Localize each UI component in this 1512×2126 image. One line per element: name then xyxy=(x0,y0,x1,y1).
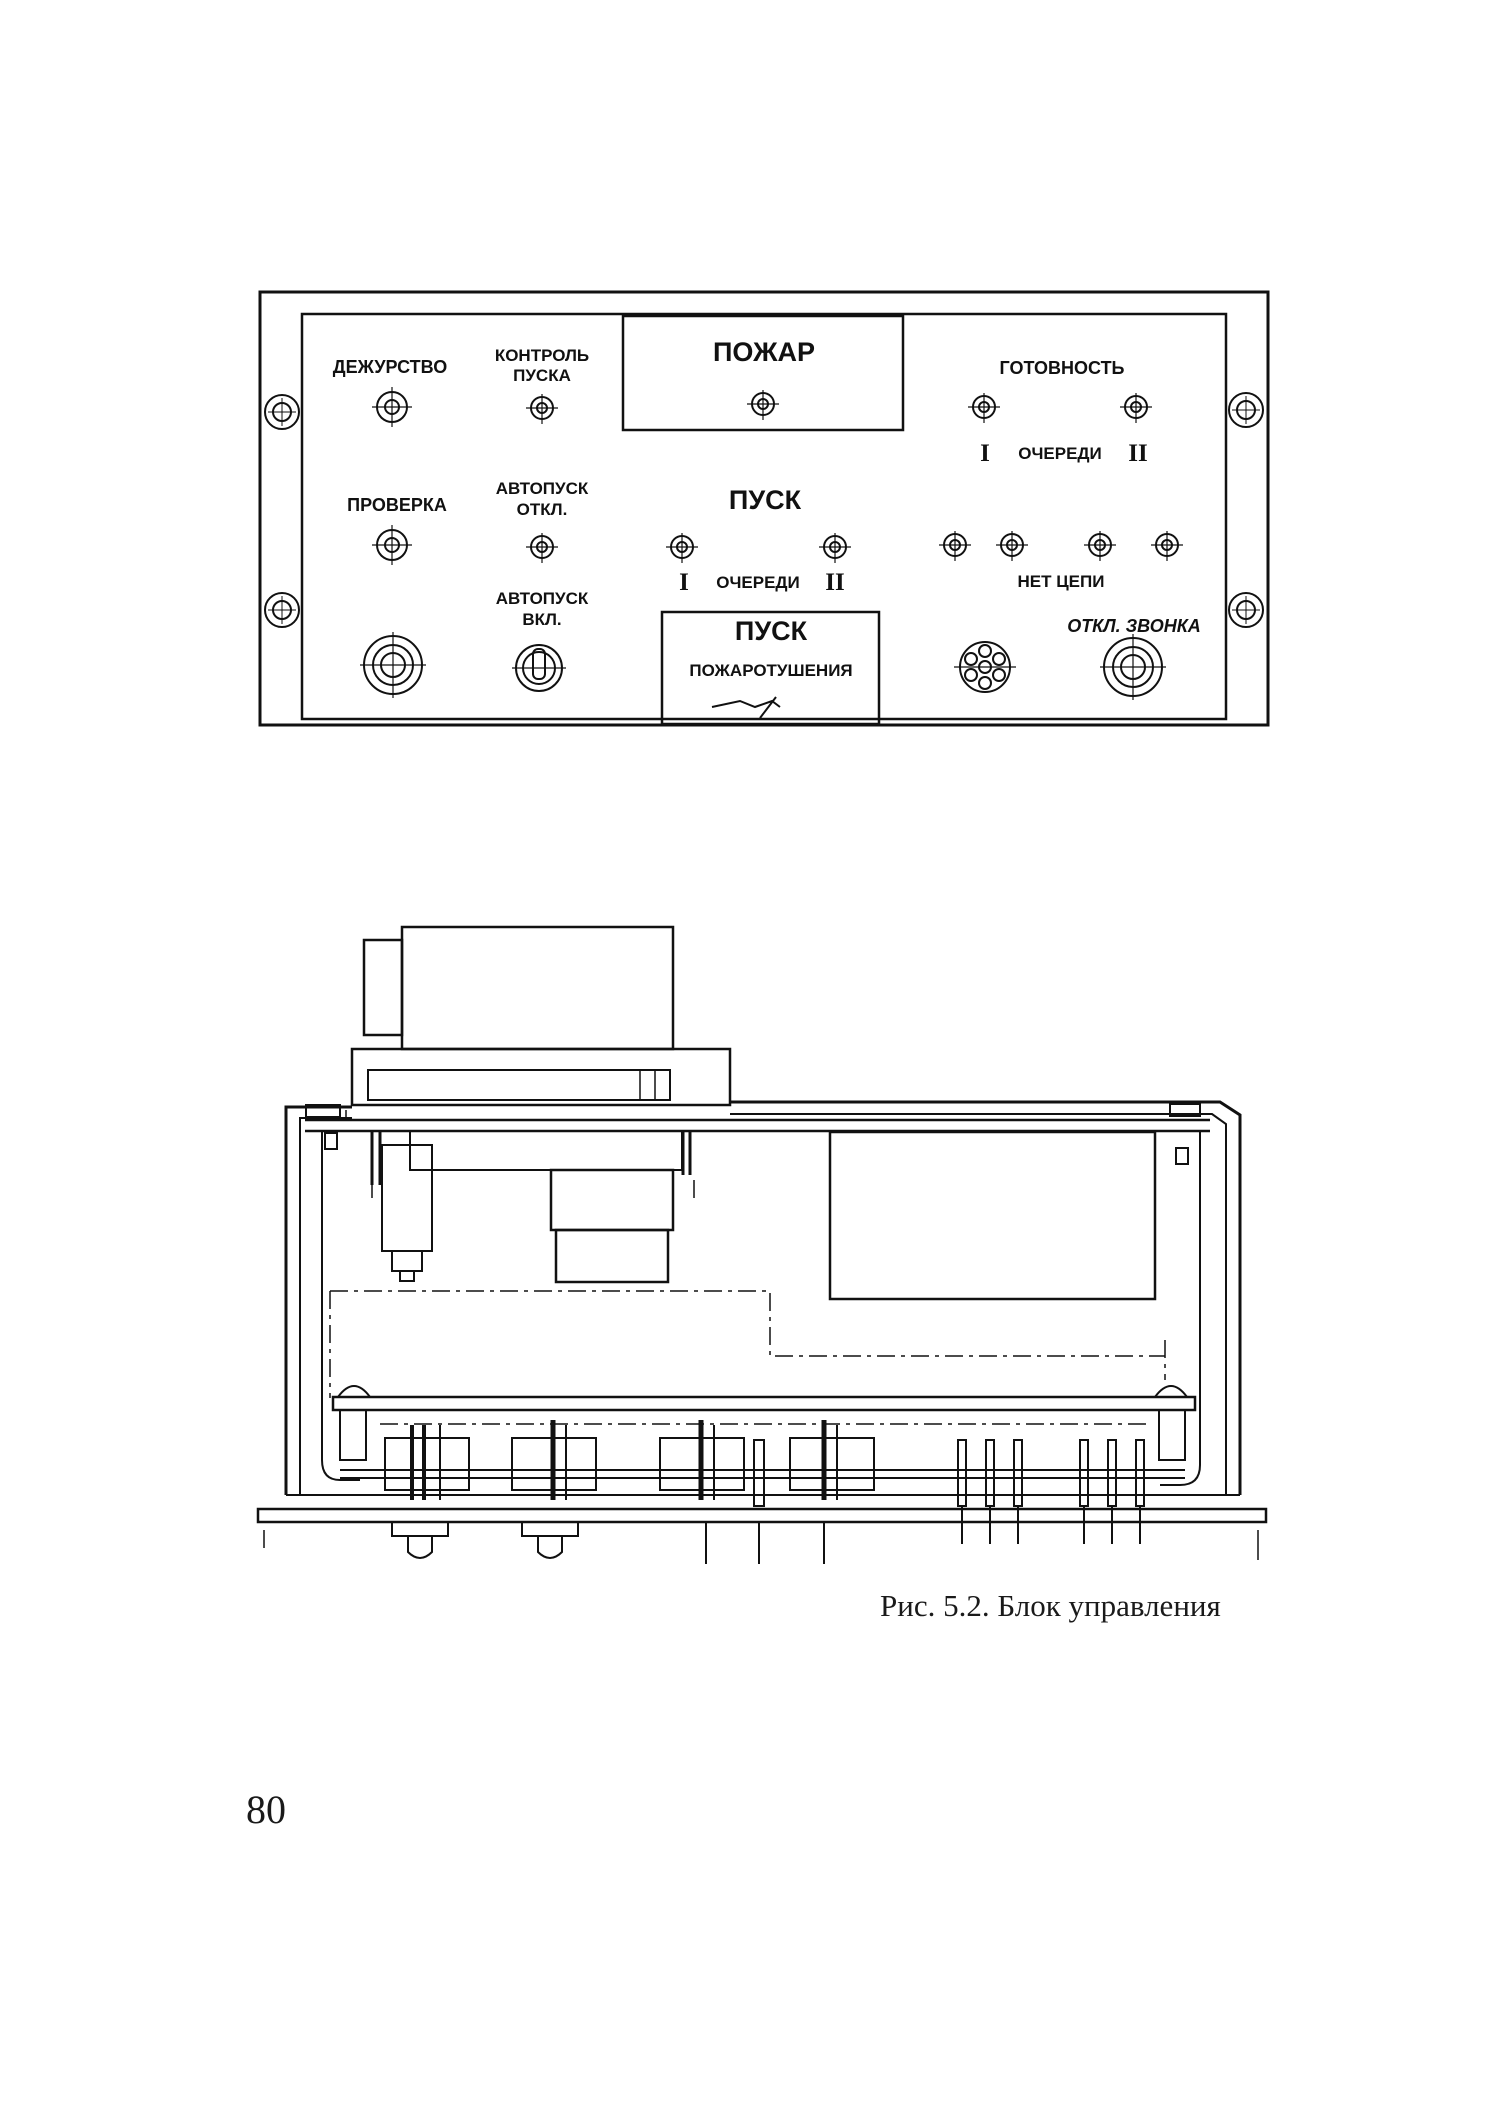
display-module-base xyxy=(350,1047,732,1107)
duty-lamp xyxy=(372,387,412,427)
label-launch-control-line1: КОНТРОЛЬ xyxy=(495,346,589,365)
pin-connector-group-1 xyxy=(957,1439,1023,1544)
launch-stage-2-lamp xyxy=(819,533,851,563)
autostart-off-lamp xyxy=(526,533,558,563)
no-circuit-lamp-3 xyxy=(1084,531,1116,561)
label-launch-control-line2: ПУСКА xyxy=(513,366,571,385)
front-connector xyxy=(381,1144,433,1252)
check-lamp xyxy=(372,525,412,565)
mounting-hole-left-top xyxy=(264,394,300,430)
mounting-hole-right-bottom xyxy=(1228,592,1264,628)
display-module-housing xyxy=(400,925,675,1051)
base-plate xyxy=(256,1507,1268,1524)
standoff-left xyxy=(337,1385,371,1398)
fire-lamp xyxy=(747,390,779,420)
label-readiness: ГОТОВНОСТЬ xyxy=(1000,358,1125,378)
display-module-side-cap xyxy=(362,938,404,1037)
standoff-right xyxy=(1154,1385,1188,1398)
readiness-stage-1-lamp xyxy=(968,393,1000,423)
buzzer-grille xyxy=(954,641,1016,693)
no-circuit-lamp-4 xyxy=(1151,531,1183,561)
label-autostart-off-line1: АВТОПУСК xyxy=(496,479,589,498)
right-module-box xyxy=(828,1130,1157,1301)
lower-component-2 xyxy=(511,1420,597,1559)
label-check: ПРОВЕРКА xyxy=(347,495,447,515)
label-autostart-on-line1: АВТОПУСК xyxy=(496,589,589,608)
autostart-toggle-switch xyxy=(512,644,566,692)
no-circuit-lamp-2 xyxy=(996,531,1028,561)
label-fire: ПОЖАР xyxy=(713,337,815,367)
extinguish-launch-box xyxy=(660,610,881,726)
label-launch: ПУСК xyxy=(729,485,802,515)
label-launch-stage-1: I xyxy=(679,569,689,596)
pin-connector-group-2 xyxy=(1079,1439,1145,1544)
launch-control-lamp xyxy=(526,394,558,424)
lower-component-1 xyxy=(384,1425,470,1559)
check-push-button xyxy=(360,632,426,698)
label-duty: ДЕЖУРСТВО xyxy=(333,357,447,377)
label-readiness-stage-1: I xyxy=(980,440,990,467)
lower-component-3 xyxy=(659,1420,745,1564)
page-number: 80 xyxy=(246,1787,286,1832)
no-circuit-lamp-1 xyxy=(939,531,971,561)
label-autostart-on-line2: ВКЛ. xyxy=(522,610,561,629)
knob-assembly-upper xyxy=(549,1168,675,1232)
display-tube xyxy=(367,1069,671,1101)
wire-right xyxy=(1160,1131,1201,1486)
label-extinguish-launch-line2: ПОЖАРОТУШЕНИЯ xyxy=(689,661,852,680)
circuit-board xyxy=(331,1395,1197,1412)
figure-caption: Рис. 5.2. Блок управления xyxy=(880,1588,1221,1623)
label-autostart-off-line2: ОТКЛ. xyxy=(517,500,568,519)
mounting-hole-right-top xyxy=(1228,392,1264,428)
readiness-stage-2-lamp xyxy=(1120,393,1152,423)
knob-assembly-lower xyxy=(554,1228,670,1284)
panel-inner-face xyxy=(300,312,1228,721)
case-outer-wall xyxy=(284,1100,1242,1495)
lower-pin-single xyxy=(753,1439,765,1564)
label-bell-off: ОТКЛ. ЗВОНКА xyxy=(1067,616,1201,636)
bell-off-push-button xyxy=(1100,634,1166,700)
extinguish-cover-latch xyxy=(711,696,781,719)
label-no-circuit: НЕТ ЦЕПИ xyxy=(1018,572,1105,591)
wire-left xyxy=(321,1131,360,1481)
mounting-hole-left-bottom xyxy=(264,592,300,628)
label-readiness-stages: ОЧЕРЕДИ xyxy=(1018,444,1102,463)
hidden-contour xyxy=(329,1290,1166,1398)
launch-stage-1-lamp xyxy=(666,533,698,563)
label-extinguish-launch-line1: ПУСК xyxy=(735,616,808,646)
fire-display-box xyxy=(621,314,905,432)
label-launch-stage-2: II xyxy=(825,569,844,596)
label-launch-stages: ОЧЕРЕДИ xyxy=(716,573,800,592)
lower-component-4 xyxy=(789,1420,875,1564)
label-readiness-stage-2: II xyxy=(1128,440,1147,467)
